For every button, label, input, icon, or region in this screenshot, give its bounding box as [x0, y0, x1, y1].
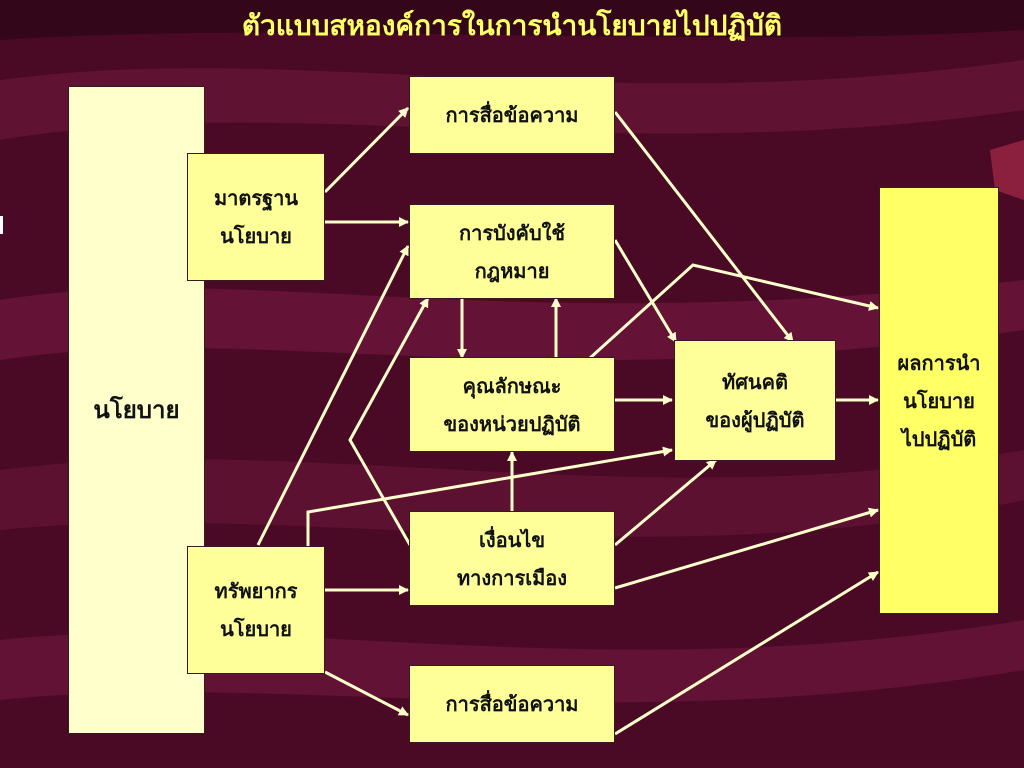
arrow-agency-to-outcome — [588, 263, 879, 360]
communication-top-label: การสื่อข้อความ — [445, 103, 579, 127]
standards-label-line1: มาตรฐาน — [213, 186, 299, 210]
arrow-political-to-outcome — [614, 507, 879, 590]
attitude-label-line2: ของผู้ปฏิบัติ — [705, 407, 805, 432]
enforcement-label-line1: การบังคับใช้ — [459, 220, 565, 245]
resources-box: ทรัพยากร นโยบาย — [187, 546, 325, 674]
policy-box: นโยบาย — [68, 86, 205, 734]
standards-box: มาตรฐาน นโยบาย — [187, 153, 325, 281]
communication-bottom-box: การสื่อข้อความ — [409, 665, 615, 743]
agency-label-line1: คุณลักษณะ — [462, 373, 562, 398]
policy-label: นโยบาย — [93, 395, 180, 424]
arrow-resources-to-enforcement — [256, 245, 410, 546]
enforcement-label-line2: กฎหมาย — [474, 258, 550, 283]
arrow-political-to-attitude — [614, 458, 717, 547]
outcome-box: ผลการนำ นโยบาย ไปปฏิบัติ — [879, 187, 999, 614]
arrow-standards-to-communication — [323, 106, 410, 194]
enforcement-box: การบังคับใช้ กฎหมาย — [409, 204, 615, 299]
resources-label-line2: นโยบาย — [220, 617, 292, 641]
agency-label-line2: ของหน่วยปฏิบัติ — [443, 411, 581, 436]
implementer-attitude-box: ทัศนคติ ของผู้ปฏิบัติ — [674, 340, 836, 461]
communication-bottom-label: การสื่อข้อความ — [445, 692, 579, 716]
arrow-communication-top-to-attitude — [613, 111, 795, 343]
arrow-resources-to-attitude — [306, 446, 673, 546]
communication-top-box: การสื่อข้อความ — [409, 76, 615, 154]
political-label-line2: ทางการเมือง — [456, 565, 568, 590]
standards-label-line2: นโยบาย — [220, 224, 292, 248]
resources-label-line1: ทรัพยากร — [214, 579, 298, 603]
arrow-enforcement-to-attitude — [613, 239, 678, 343]
political-conditions-box: เงื่อนไข ทางการเมือง — [409, 511, 615, 606]
arrow-resources-to-communication-bottom — [324, 670, 409, 717]
edge-marker — [0, 216, 3, 234]
political-label-line1: เงื่อนไข — [478, 527, 545, 552]
arrow-political-to-enforcement — [348, 297, 430, 546]
outcome-label-line2: นโยบาย — [903, 388, 975, 413]
arrow-communication-bottom-to-outcome — [614, 570, 879, 736]
agency-characteristics-box: คุณลักษณะ ของหน่วยปฏิบัติ — [409, 357, 615, 452]
diagram-title: ตัวแบบสหองค์การในการนำนโยบายไปปฏิบัติ — [241, 9, 783, 42]
outcome-label-line3: ไปปฏิบัติ — [901, 426, 977, 451]
outcome-label-line1: ผลการนำ — [897, 350, 981, 375]
attitude-label-line1: ทัศนคติ — [722, 369, 788, 394]
